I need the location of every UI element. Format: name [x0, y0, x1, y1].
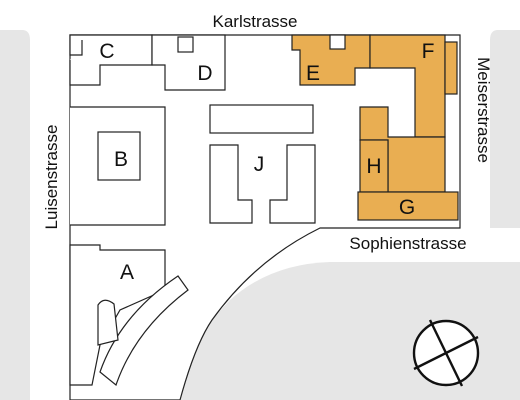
street-label-west: Luisenstrasse — [42, 125, 61, 230]
building-e-notch — [329, 34, 346, 50]
building-label-g: G — [399, 196, 415, 219]
street-label-east: Meiserstrasse — [474, 57, 493, 163]
street-label-north: Karlstrasse — [212, 12, 297, 31]
building-b-core — [97, 131, 141, 181]
road-area-east — [490, 30, 520, 228]
building-label-e: E — [306, 62, 320, 85]
road-area-west — [0, 30, 30, 400]
building-d — [151, 34, 226, 91]
building-label-a: A — [120, 261, 134, 284]
building-label-b: B — [114, 148, 128, 171]
building-j-right — [269, 144, 316, 224]
building-label-h: H — [366, 155, 381, 178]
building-j-bar — [209, 104, 314, 134]
building-d-notch — [177, 36, 194, 53]
building-a-courtyard — [97, 299, 119, 346]
compass-icon — [412, 319, 480, 387]
building-j-left — [209, 144, 253, 224]
street-label-south: Sophienstrasse — [349, 234, 466, 253]
building-label-c: C — [99, 40, 114, 63]
building-g — [357, 191, 459, 221]
building-label-f: F — [422, 40, 435, 63]
building-label-d: D — [197, 62, 212, 85]
building-a — [69, 244, 166, 386]
building-label-j: J — [254, 153, 265, 176]
building-f-side — [444, 41, 458, 95]
